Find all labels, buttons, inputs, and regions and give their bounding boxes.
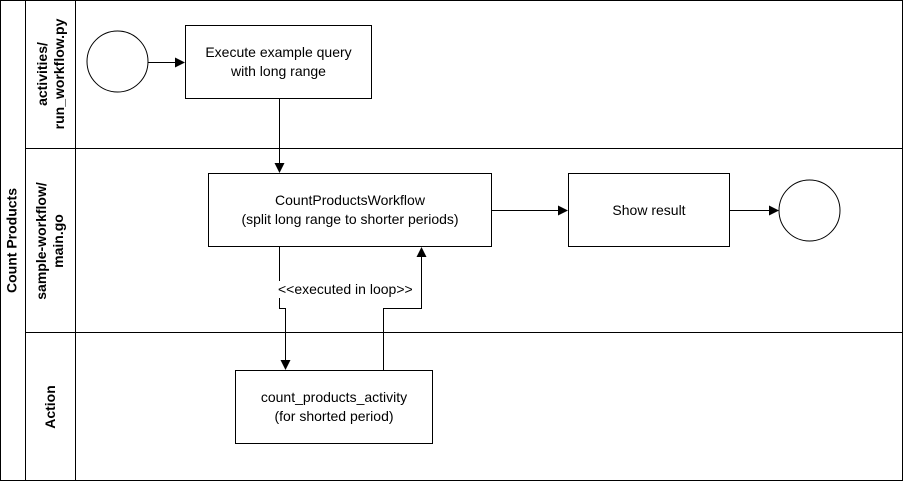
node-show-result: Show result [568,173,730,247]
node-text-line2: (for shorted period) [274,408,394,424]
lane-label-line1: activities/ [34,42,50,106]
lane-label-sample-workflow: sample-workflow/ main.go [25,149,75,333]
pool-title-text: Count Products [3,188,20,293]
node-text-line1: CountProductsWorkflow [275,192,425,208]
node-count-products-workflow: CountProductsWorkflow (split long range … [208,173,492,247]
lane-label-line1: sample-workflow/ [33,182,49,300]
node-text-line2: with long range [231,63,326,79]
node-text-line1: count_products_activity [260,389,408,405]
node-text-line1: Show result [612,201,686,218]
lane-label-action: Action [25,333,75,481]
lane-label-line1: Action [41,385,58,429]
lane-label-line2: run_workflow.py [51,18,67,130]
lane-label-activities: activities/ run_workflow.py [26,0,76,148]
lane-label-line2: main.go [50,214,66,268]
pool-title: Count Products [0,1,25,481]
end-event [778,179,841,242]
start-event [86,30,149,93]
node-count-products-activity: count_products_activity (for shorted per… [235,370,433,444]
edge-activity-to-workflow [383,247,427,370]
node-text-line1: Execute example query [205,44,352,60]
node-execute-query: Execute example query with long range [185,25,372,99]
edge-workflow-to-activity [279,247,291,370]
edge-label-executed-in-loop: <<executed in loop>> [277,281,414,298]
node-text-line2: (split long range to shorter periods) [241,211,459,227]
